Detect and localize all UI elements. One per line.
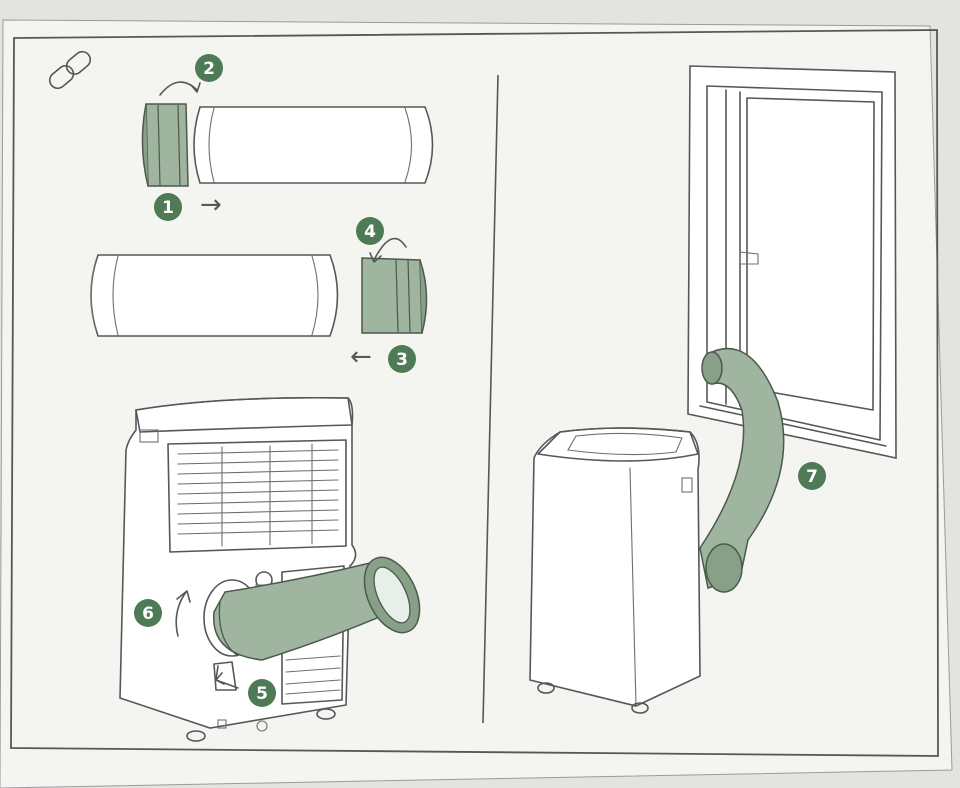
rotate-arrow-6 (175, 591, 187, 637)
step-1-direction-arrow: → (200, 190, 222, 220)
step-5-number: 5 (256, 684, 268, 704)
exhaust-hose-short (193, 106, 434, 184)
step-1-number: 1 (162, 198, 174, 218)
step-6-number: 6 (142, 604, 154, 624)
step-3-badge (388, 345, 416, 373)
exhaust-hose-attached (203, 556, 421, 661)
step-7-badge (798, 462, 826, 490)
rotate-arrow-6-head (176, 590, 191, 603)
ac-unit-back (119, 396, 357, 742)
step-1-badge (154, 193, 182, 221)
step-3-direction-arrow: ← (350, 342, 372, 372)
step-4-number: 4 (364, 222, 376, 242)
insert-arrow-5-head (215, 672, 225, 685)
ac-unit-front (529, 427, 701, 714)
exhaust-hose-long (90, 254, 339, 337)
link-icon (48, 50, 92, 90)
rotate-arrow-4-head (369, 252, 382, 263)
step-5-badge (248, 679, 276, 707)
window-frame (687, 65, 897, 459)
step-6-badge (134, 599, 162, 627)
step-2-badge (195, 54, 223, 82)
step-3-number: 3 (396, 350, 408, 370)
rotate-arrow-2-head (190, 82, 201, 93)
exhaust-hose-window (699, 347, 785, 593)
instruction-frame (10, 29, 939, 757)
step-2-number: 2 (203, 59, 215, 79)
step-7-number: 7 (806, 467, 818, 487)
step-4-badge (356, 217, 384, 245)
window-adapter-1 (141, 103, 189, 187)
window-adapter-2 (361, 257, 428, 334)
panel-divider (482, 74, 499, 724)
rotate-arrow-4 (373, 237, 407, 261)
